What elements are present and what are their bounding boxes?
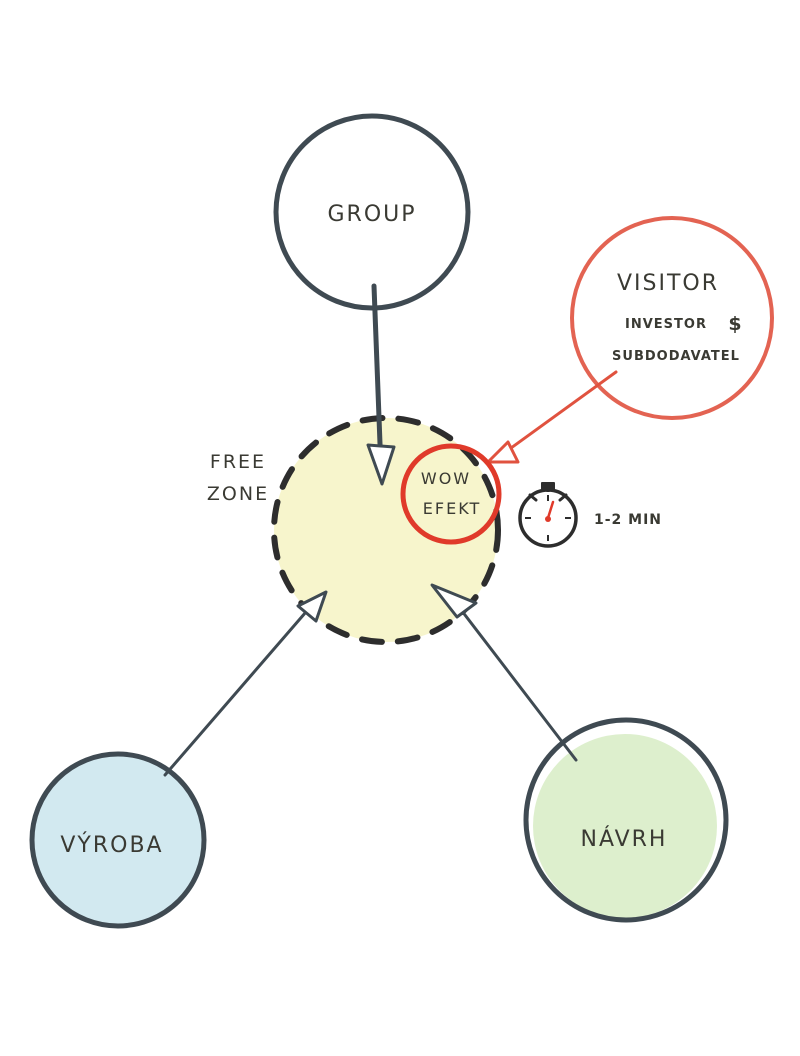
free-zone-dashed-circle: [271, 415, 501, 645]
free-zone-fill: [274, 418, 498, 642]
visitor-node: VISITOR INVESTOR $ SUBDODAVATEL: [570, 216, 774, 420]
wow-efekt-node: WOW EFEKT: [400, 443, 502, 545]
free-zone-label-line2: ZONE: [207, 483, 269, 505]
visitor-circle: [570, 216, 774, 420]
group-label: GROUP: [327, 202, 416, 227]
timer-label: 1-2 MIN: [594, 512, 662, 528]
vyroba-node: VÝROBA: [29, 751, 207, 929]
visitor-label: VISITOR: [617, 271, 719, 296]
vyroba-label: VÝROBA: [60, 832, 163, 858]
stopwatch-icon: [518, 482, 578, 548]
vyroba-circle: [29, 751, 207, 929]
navrh-node: NÁVRH: [523, 717, 729, 923]
free-zone-node: FREE ZONE: [207, 415, 501, 645]
group-node: GROUP: [273, 113, 471, 311]
group-circle: [273, 113, 471, 311]
wow-label-line2: EFEKT: [423, 499, 481, 518]
arrow-vyroba-to-freezone: [163, 590, 328, 777]
free-zone-label-line1: FREE: [210, 451, 266, 473]
dollar-icon: $: [728, 313, 743, 335]
arrow-group-to-freezone: [366, 283, 396, 486]
navrh-fill: [533, 734, 717, 918]
vyroba-fill: [34, 756, 202, 924]
wow-circle: [400, 443, 502, 545]
wow-label-line1: WOW: [421, 469, 471, 488]
navrh-label: NÁVRH: [581, 826, 668, 852]
navrh-circle: [523, 717, 729, 923]
visitor-subdodavatel: SUBDODAVATEL: [612, 349, 740, 364]
arrow-visitor-to-wow: [486, 370, 618, 464]
visitor-investor: INVESTOR: [625, 317, 707, 332]
arrow-navrh-to-freezone: [430, 583, 578, 762]
